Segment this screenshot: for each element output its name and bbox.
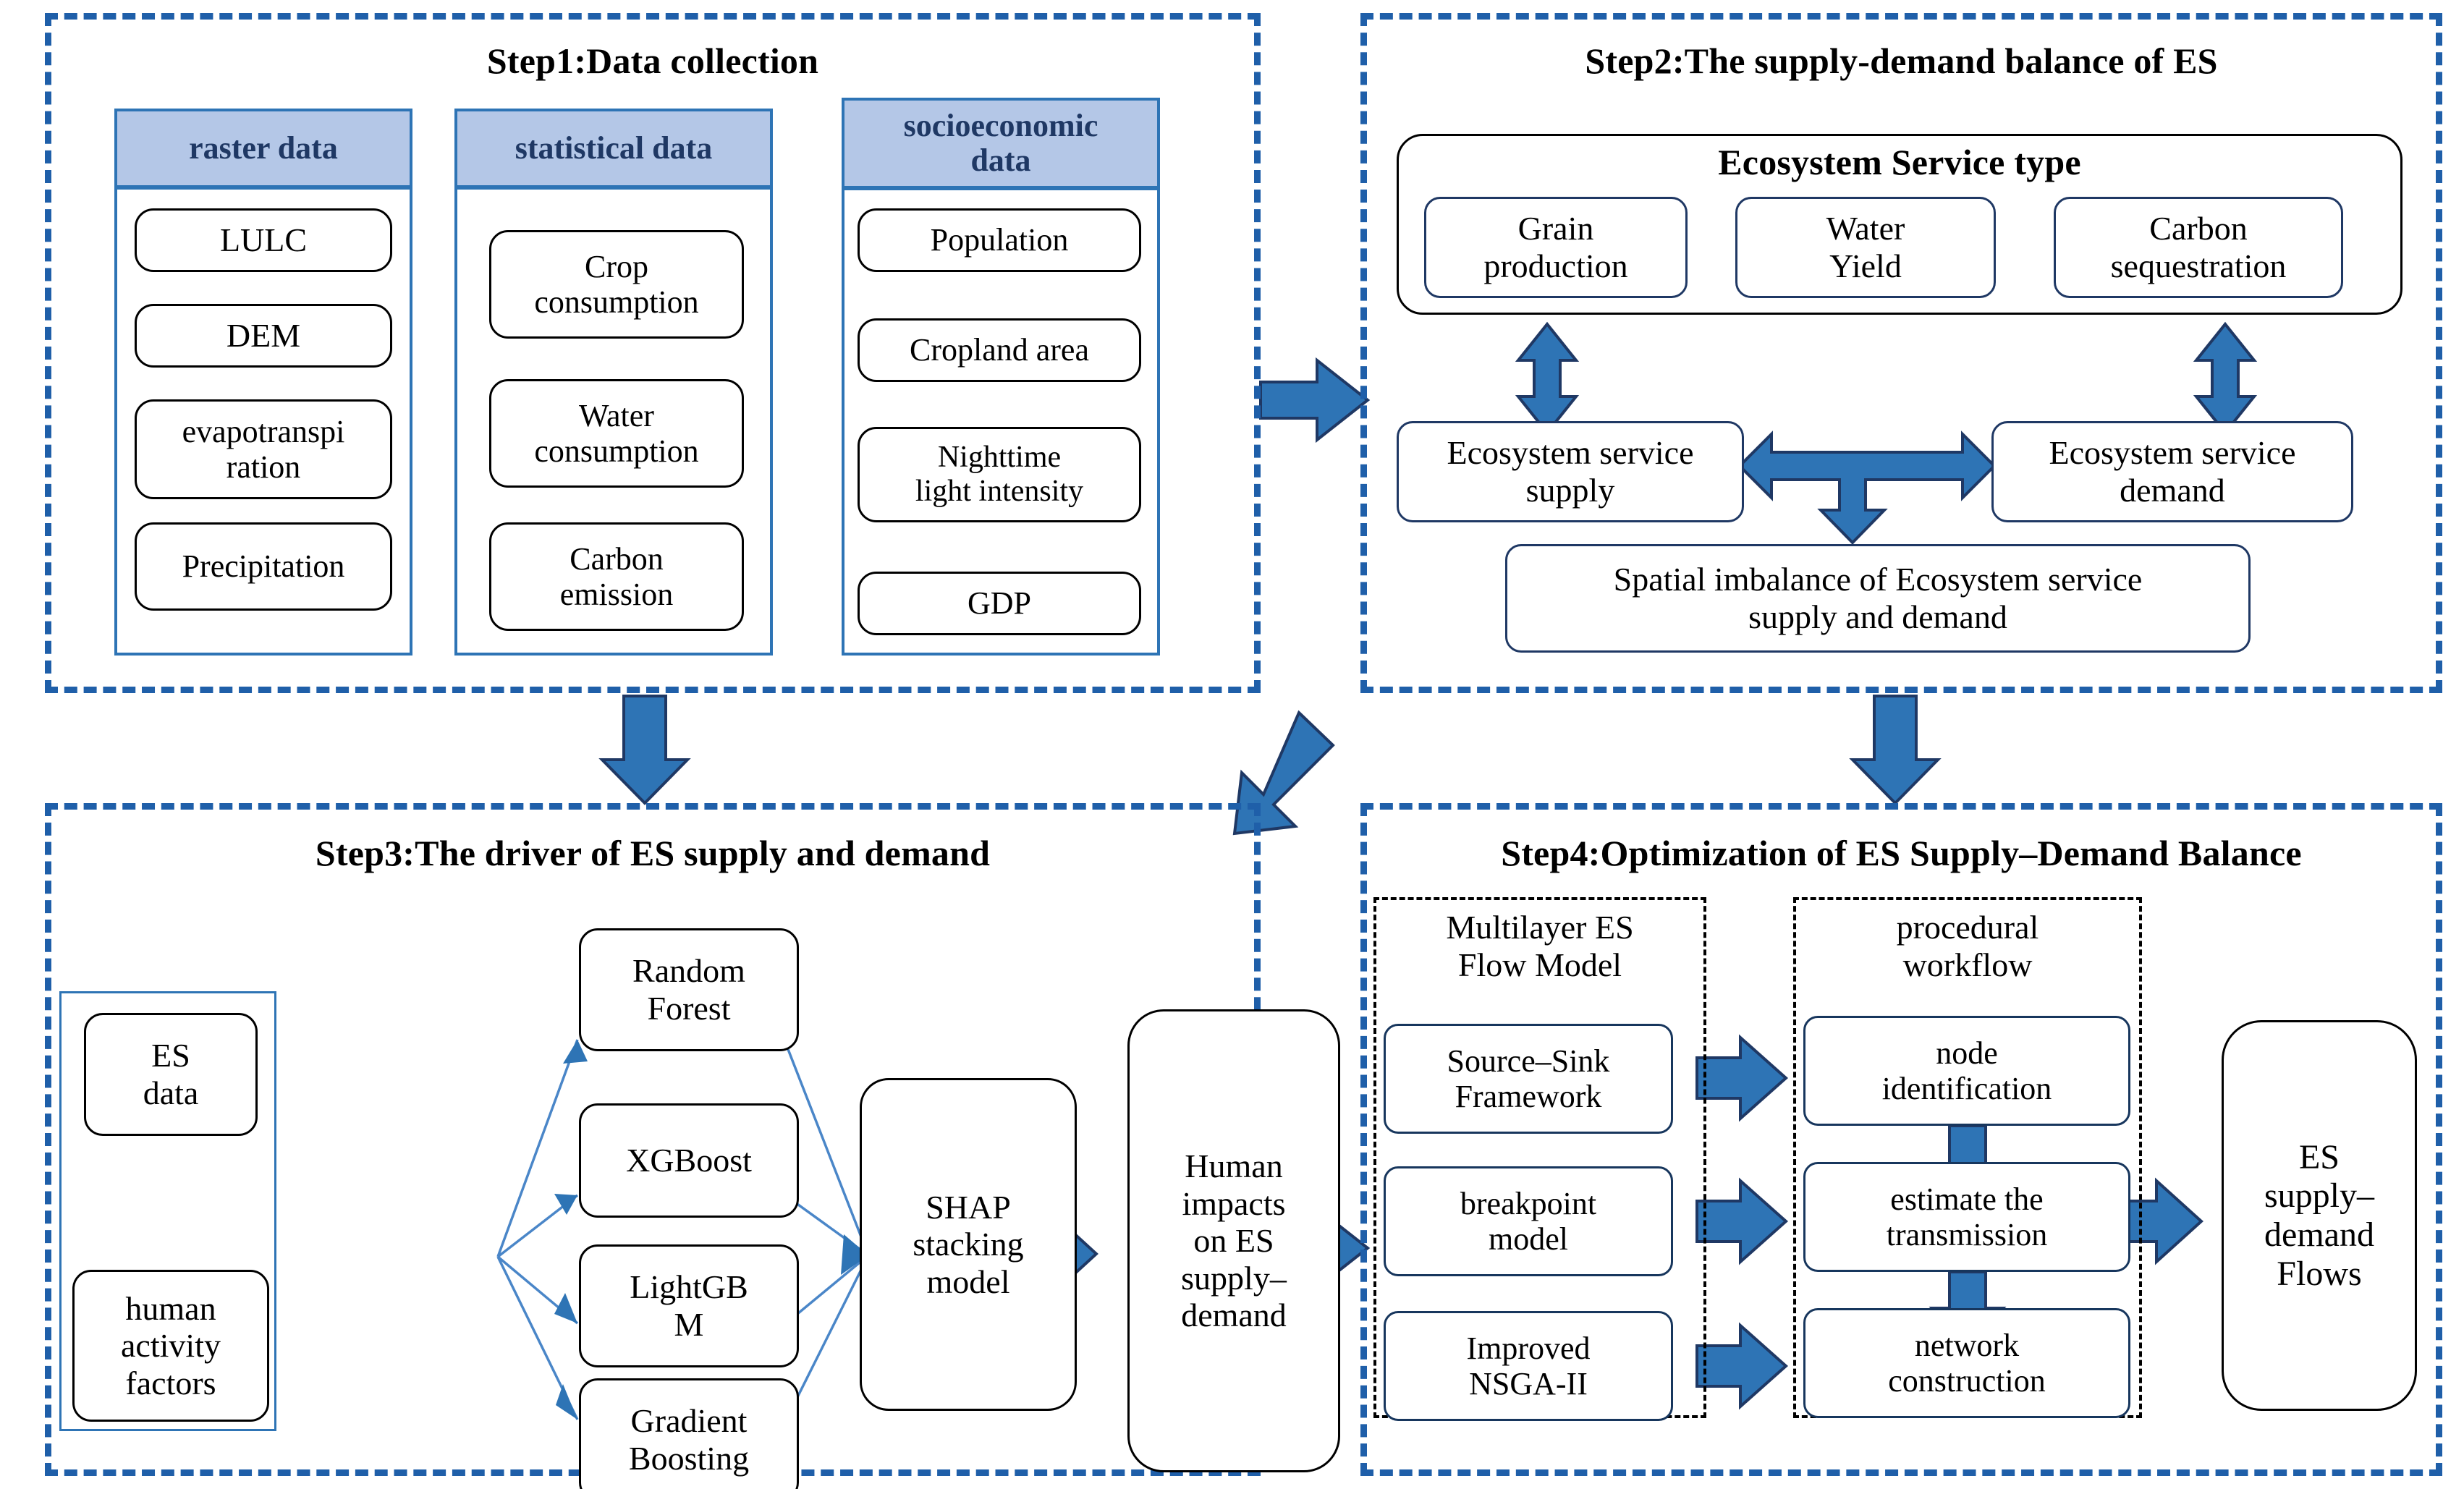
workflow-node-identification[interactable]: node identification [1803,1016,2130,1126]
data-item-water-consumption[interactable]: Water consumption [489,379,744,488]
es-type-carbon-sequestration[interactable]: Carbon sequestration [2054,197,2343,298]
es-type-grain-production[interactable]: Grain production [1424,197,1688,298]
data-item-lulc[interactable]: LULC [135,208,392,272]
column-header-raster-data: raster data [114,109,412,188]
input-es-data[interactable]: ES data [84,1013,258,1136]
method-breakpoint-model[interactable]: breakpoint model [1384,1166,1673,1276]
block-arrow-left-right-down-icon [1737,430,1997,545]
multilayer-flow-model-title: Multilayer ES Flow Model [1446,909,1634,983]
column-header-statistical-data: statistical data [454,109,773,188]
data-item-dem[interactable]: DEM [135,304,392,368]
spatial-imbalance-box[interactable]: Spatial imbalance of Ecosystem service s… [1505,544,2251,653]
shap-stacking-model[interactable]: SHAP stacking model [860,1078,1077,1411]
column-header-socioeconomic-data: socioeconomic data [842,98,1160,189]
workflow-network-construction[interactable]: network construction [1803,1308,2130,1418]
es-type-water-yield[interactable]: Water Yield [1735,197,1996,298]
data-item-crop-consumption[interactable]: Crop consumption [489,230,744,339]
input-human-activity-factors[interactable]: human activity factors [72,1270,269,1422]
step3-title: Step3:The driver of ES supply and demand [315,833,991,873]
ecosystem-service-supply[interactable]: Ecosystem service supply [1397,421,1744,522]
data-item-carbon-emission[interactable]: Carbon emission [489,522,744,631]
model-random-forest[interactable]: Random Forest [579,928,799,1051]
data-item-precipitation[interactable]: Precipitation [135,522,392,611]
step4-title: Step4:Optimization of ES Supply–Demand B… [1501,833,2302,873]
data-item-cropland-area[interactable]: Cropland area [858,318,1141,382]
method-source-sink-framework[interactable]: Source–Sink Framework [1384,1024,1673,1134]
es-supply-demand-flows-output[interactable]: ES supply– demand Flows [2222,1020,2417,1411]
model-fan-out-arrows [784,1041,870,1422]
block-arrow-down-icon [1849,695,1942,805]
block-arrow-right-icon [1259,357,1371,444]
step2-panel [1360,13,2442,693]
model-gradient-boosting[interactable]: Gradient Boosting [579,1378,799,1489]
block-arrow-down-icon [598,695,691,805]
model-fan-in-arrows [496,1039,588,1420]
method-improved-nsga-ii[interactable]: Improved NSGA-II [1384,1311,1673,1421]
step2-title: Step2:The supply-demand balance of ES [1585,41,2218,81]
model-lightgbm[interactable]: LightGB M [579,1244,799,1367]
data-item-population[interactable]: Population [858,208,1141,272]
data-item-gdp[interactable]: GDP [858,572,1141,635]
data-item-evapotranspiration[interactable]: evapotranspi ration [135,399,392,499]
model-xgboost[interactable]: XGBoost [579,1103,799,1218]
step1-panel [45,13,1261,693]
step4-panel [1360,803,2442,1476]
procedural-workflow-title: procedural workflow [1896,909,2039,983]
step1-title: Step1:Data collection [486,41,819,81]
ecosystem-service-demand[interactable]: Ecosystem service demand [1991,421,2353,522]
workflow-estimate-transmission[interactable]: estimate the transmission [1803,1162,2130,1272]
data-item-nighttime-light-intensity[interactable]: Nighttime light intensity [858,427,1141,522]
es-type-title: Ecosystem Service type [1718,142,2081,182]
human-impacts-output[interactable]: Human impacts on ES supply– demand [1127,1009,1340,1472]
